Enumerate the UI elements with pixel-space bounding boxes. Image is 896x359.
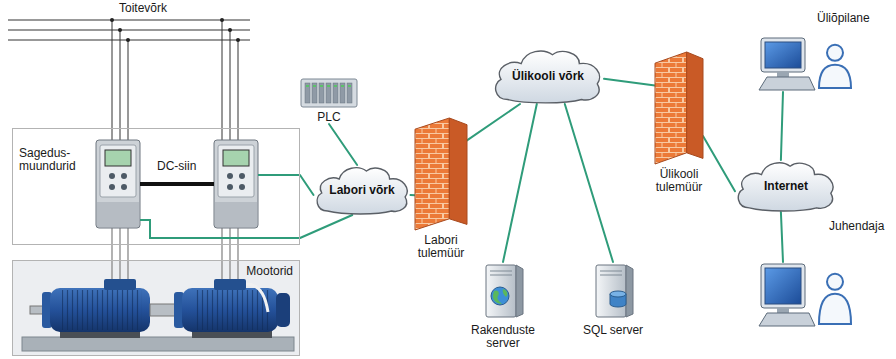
node-label: PLC: [317, 111, 340, 124]
network-link: [410, 194, 415, 196]
network-link: [503, 104, 537, 262]
user-workstation: Üliõpilane: [757, 36, 857, 92]
motor-panel: Mootorid: [12, 260, 300, 356]
junction-dots: [110, 18, 240, 42]
user-workstation: Juhendaja: [757, 262, 857, 328]
network-link: [703, 136, 735, 191]
network-cloud: Internet: [735, 160, 837, 212]
node-label: SQL server: [576, 324, 650, 337]
frequency-converter: [214, 140, 258, 228]
node-label: Internet: [764, 180, 808, 193]
motor-wires: [112, 228, 238, 280]
node-label: Rakenduste server: [466, 324, 540, 350]
network-link: [329, 124, 357, 165]
node-label: Labori võrk: [329, 184, 394, 197]
node-label: Labori tulemüür: [408, 234, 474, 260]
network-link: [300, 175, 314, 195]
node-label: Juhendaja: [829, 220, 884, 233]
network-link: [604, 79, 655, 86]
frequency-converter: [96, 140, 140, 228]
network-link: [781, 212, 783, 262]
node-label: Ülikooli võrk: [512, 70, 584, 83]
network-link: [300, 215, 352, 238]
network-link: [781, 92, 783, 160]
power-grid: [8, 20, 250, 140]
panel-title: Sagedus- muundurid: [19, 147, 99, 173]
server: Rakenduste server: [480, 262, 526, 320]
node-label: Üliõpilane: [817, 12, 870, 25]
firewall: Ülikooli tulemüür: [655, 52, 703, 164]
server: SQL server: [590, 262, 636, 320]
firewall-icon: [655, 52, 703, 164]
server-icon: [590, 262, 636, 320]
panel-title: Mootorid: [246, 265, 293, 278]
firewall: Labori tulemüür: [415, 118, 467, 230]
firewall-icon: [415, 118, 467, 230]
server-icon: [480, 262, 526, 320]
network-cloud: Labori võrk: [314, 165, 411, 215]
motor-photo-ground: [13, 261, 299, 355]
network-cloud: Ülikooli võrk: [492, 48, 604, 104]
converter-panel: Sagedus- muundurid: [12, 128, 300, 245]
lab-network-wire: [140, 175, 300, 238]
dc-bus: [140, 182, 214, 186]
plc-unit: PLC: [300, 78, 358, 124]
network-link: [565, 104, 613, 262]
node-label: Ülikooli tulemüür: [646, 168, 712, 194]
user-icon: [757, 262, 857, 328]
motor-bench: [22, 279, 294, 351]
user-icon: [757, 36, 857, 92]
bus-label: DC-siin: [156, 160, 197, 173]
network-link: [467, 104, 520, 140]
grid-label: Toitevõrk: [118, 2, 168, 15]
